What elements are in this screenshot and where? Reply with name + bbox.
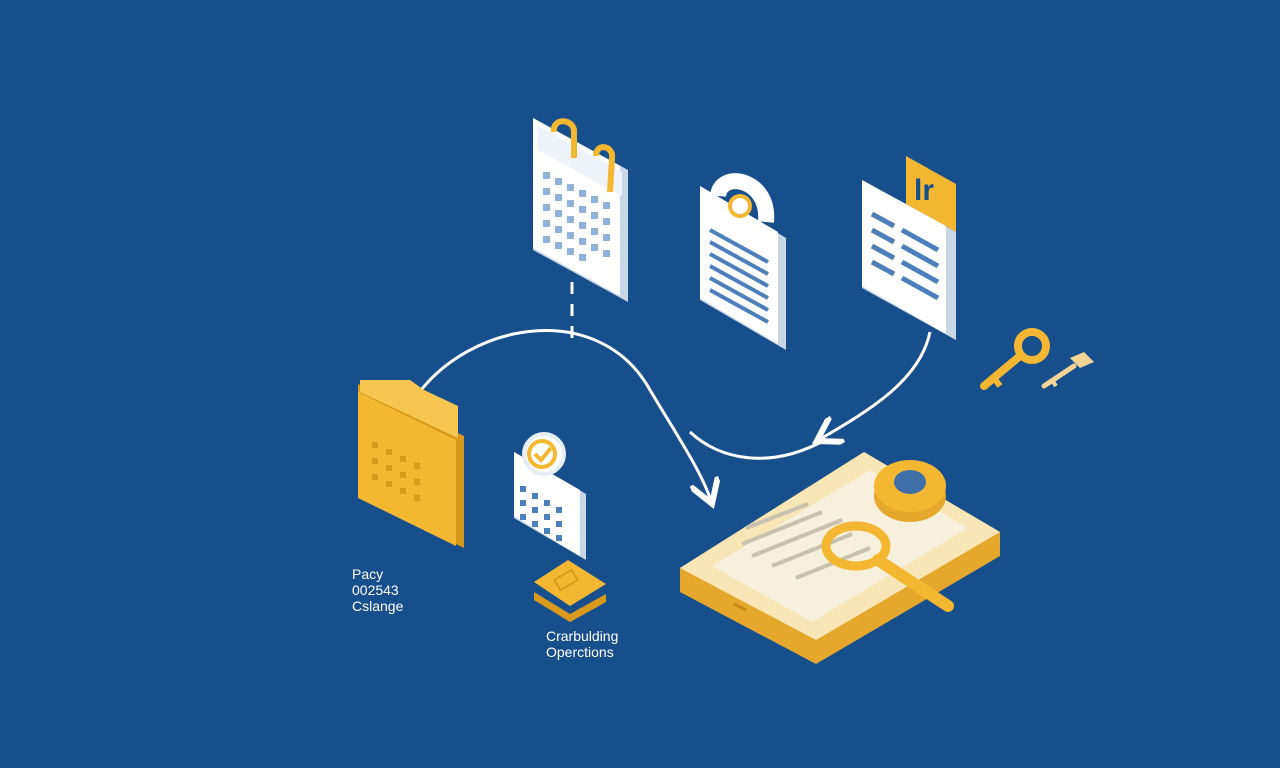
- sheet-rows: [870, 211, 940, 301]
- label-line-1: Crarbulding: [546, 628, 619, 644]
- certificate-document-icon: [700, 173, 786, 350]
- checklist-grid: [520, 486, 562, 541]
- label-block-left: Pacy 002543 Cslange: [352, 566, 403, 614]
- label-line-2: 002543: [352, 582, 399, 598]
- magnifying-glass-icon: [821, 460, 954, 612]
- calendar-grid: [543, 172, 610, 261]
- label-block-middle: Crarbulding Operctions: [546, 628, 618, 660]
- arc-sheet-to-tablet: [822, 331, 932, 438]
- label-line-2: Operctions: [546, 644, 614, 660]
- key-icon: [980, 328, 1050, 390]
- sheet-badge: [906, 156, 956, 232]
- checklist-icon: [514, 432, 586, 560]
- arc-lower-loop: [688, 430, 826, 460]
- label-line-3: Cslange: [352, 598, 404, 614]
- connector-lines: [413, 282, 932, 498]
- chip-icon: [534, 560, 606, 622]
- certificate-text-lines: [709, 228, 769, 324]
- label-line-1: Pacy: [352, 566, 384, 582]
- folder-icon: [358, 380, 464, 548]
- folder-dots: [372, 442, 420, 501]
- sheet-badge-label: lr: [914, 174, 934, 207]
- small-key-icon: [1041, 352, 1094, 389]
- arc-folder-to-tablet: [413, 329, 710, 498]
- data-sheet-icon: lr: [862, 156, 956, 340]
- calendar-icon: [533, 118, 628, 302]
